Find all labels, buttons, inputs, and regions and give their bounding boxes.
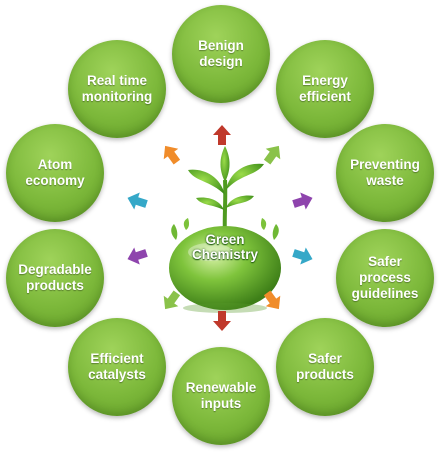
arrow-up-left-icon: [163, 145, 181, 165]
arrow-shape: [163, 290, 181, 310]
center-label: Green Chemistry: [191, 232, 259, 262]
globe-plant-illustration: [169, 146, 281, 313]
node-label: Safer products: [296, 351, 354, 382]
node-efficient-catalysts: Efficient catalysts: [68, 318, 166, 416]
node-renewable-inputs: Renewable inputs: [172, 347, 270, 445]
node-safer-products: Safer products: [276, 318, 374, 416]
arrow-shape: [263, 145, 281, 165]
node-label: Real time monitoring: [81, 73, 153, 104]
node-safer-process-guidelines: Safer process guidelines: [336, 229, 434, 327]
arrow-shape: [292, 192, 313, 210]
node-preventing-waste: Preventing waste: [336, 124, 434, 222]
node-real-time-monitoring: Real time monitoring: [68, 40, 166, 138]
arrow-left-down-icon: [127, 247, 148, 265]
node-benign-design: Benign design: [172, 5, 270, 103]
node-label: Efficient catalysts: [88, 351, 146, 382]
arrow-right-icon: [292, 192, 313, 210]
node-label: Benign design: [198, 38, 244, 69]
arrow-up-icon: [213, 125, 231, 145]
node-label: Energy efficient: [299, 73, 351, 104]
arrow-shape: [213, 311, 231, 331]
arrow-down-icon: [213, 311, 231, 331]
node-label: Renewable inputs: [185, 380, 257, 411]
arrow-down-left-icon: [163, 290, 181, 310]
arrow-up-right-icon: [263, 145, 281, 165]
node-label: Preventing waste: [350, 157, 420, 188]
arrow-shape: [213, 125, 231, 145]
node-label: Safer process guidelines: [351, 254, 419, 301]
arrow-shape: [263, 290, 281, 310]
arrow-shape: [292, 247, 313, 265]
node-atom-economy: Atom economy: [6, 124, 104, 222]
arrow-shape: [127, 247, 148, 265]
arrow-left-icon: [127, 192, 148, 210]
node-energy-efficient: Energy efficient: [276, 40, 374, 138]
arrow-right-down-icon: [292, 247, 313, 265]
arrow-down-right-icon: [263, 290, 281, 310]
arrow-shape: [127, 192, 148, 210]
node-label: Atom economy: [25, 157, 85, 188]
node-degradable-products: Degradable products: [6, 229, 104, 327]
node-label: Degradable products: [18, 262, 92, 293]
arrow-shape: [163, 145, 181, 165]
